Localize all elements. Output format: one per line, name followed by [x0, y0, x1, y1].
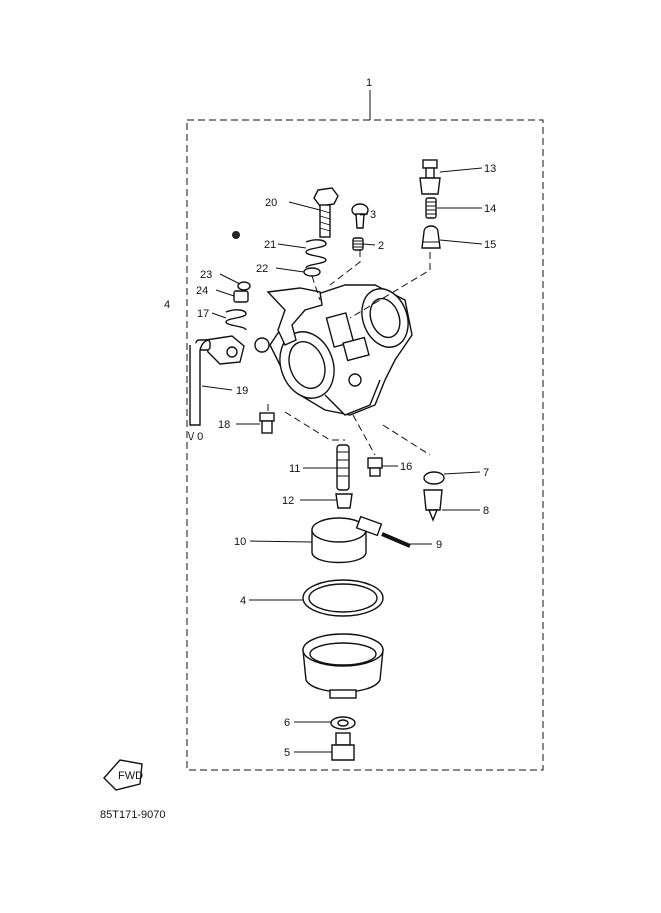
callout-8: 8 [483, 505, 489, 517]
drain-gasket [330, 716, 356, 730]
throttle-cap-adjuster [419, 159, 441, 195]
cap-24 [233, 290, 249, 303]
throttle-valve [421, 225, 441, 249]
callout-23: 23 [200, 269, 212, 281]
callout-16: 16 [400, 461, 412, 473]
callout-3: 3 [370, 209, 376, 221]
plug-16 [367, 457, 383, 477]
washer-7 [423, 471, 445, 485]
callout-9: 9 [436, 539, 442, 551]
callout-19: 19 [236, 385, 248, 397]
callout-12: 12 [282, 495, 294, 507]
callout-21: 21 [264, 239, 276, 251]
pilot-screw [351, 203, 369, 229]
float-bowl [302, 633, 384, 699]
catalog-code: 85T171-9070 [100, 809, 165, 821]
callout-5: 5 [284, 747, 290, 759]
callouts: 13 14 15 20 3 21 2 22 23 24 17 19 18 11 … [196, 163, 496, 759]
clip-23 [237, 281, 251, 291]
main-nozzle [336, 444, 350, 491]
float-bowl-gasket [302, 579, 384, 617]
callout-6: 6 [284, 717, 290, 729]
main-jet [335, 493, 353, 509]
lower-assembly-dashlines [267, 404, 431, 456]
vent-hose: \/ 0 [188, 339, 209, 443]
assembly-boundary [186, 119, 544, 771]
callout-10: 10 [234, 536, 246, 548]
callout-7: 7 [483, 467, 489, 479]
small-clip-part [232, 231, 240, 239]
float-pin [381, 532, 411, 548]
throttle-stop-screw [313, 187, 339, 238]
throttle-lever [254, 287, 323, 353]
fwd-arrow-icon: FWD [103, 759, 143, 791]
callout-14: 14 [484, 203, 496, 215]
callout-17: 17 [197, 308, 209, 320]
callout-11: 11 [289, 463, 300, 475]
callout-18: 18 [218, 419, 230, 431]
callout-22: 22 [256, 263, 268, 275]
pilot-screw-spring [352, 237, 364, 251]
callout-20: 20 [265, 197, 277, 209]
drain-screw-18 [259, 412, 275, 434]
hose-end-mark: \/ 0 [188, 431, 203, 443]
starter-plunger [195, 335, 245, 365]
washer-22 [303, 267, 321, 277]
callout-24: 24 [196, 285, 208, 297]
callout-2: 2 [378, 240, 384, 252]
starter-plunger-spring [225, 309, 247, 331]
callout-15: 15 [484, 239, 496, 251]
upper-assembly-dashlines [311, 250, 431, 319]
assembly-number-label: 1 [366, 77, 372, 89]
drain-plug [331, 732, 355, 761]
callout-13: 13 [484, 163, 496, 175]
throttle-stop-spring [305, 239, 327, 269]
svg-text:FWD: FWD [118, 770, 143, 782]
float [311, 515, 383, 564]
needle-valve [423, 489, 443, 522]
callout-4: 4 [240, 595, 246, 607]
side-mark-label: 4 [164, 299, 170, 311]
throttle-valve-spring [425, 197, 437, 219]
